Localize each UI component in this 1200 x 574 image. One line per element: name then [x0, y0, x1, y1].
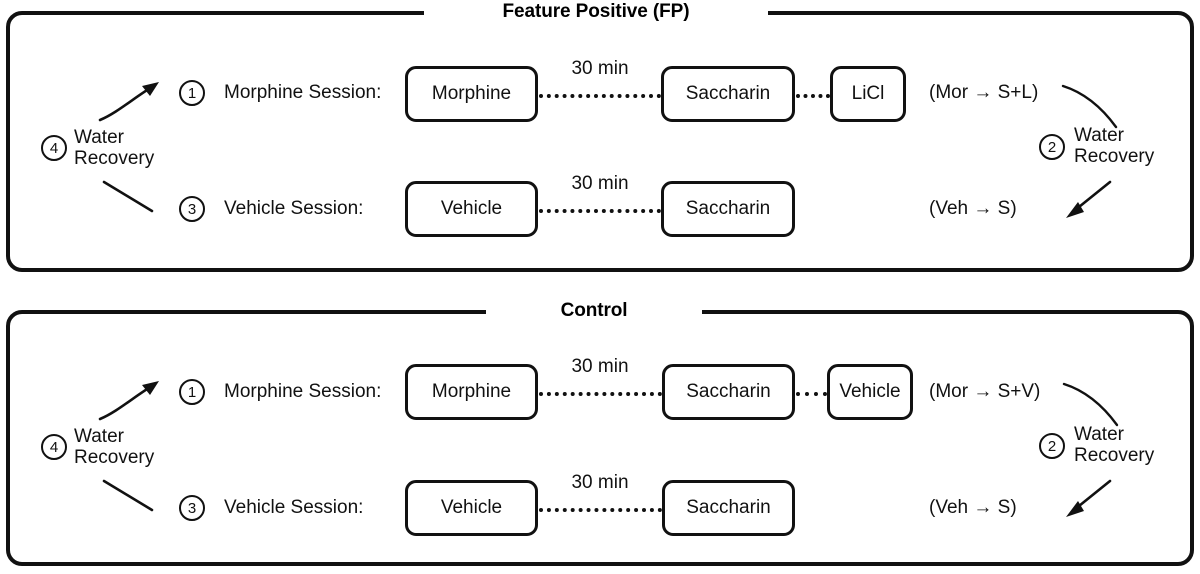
connector-morphine-saccharin-a	[539, 94, 661, 98]
arrow-recovery-to-morphine-b	[98, 381, 159, 421]
arrow-recovery-to-morphine-a	[98, 82, 159, 122]
notation-row1-a: (Mor → S+L)	[929, 82, 1039, 103]
row-label-vehicle-session-b: Vehicle Session:	[224, 497, 364, 518]
arrow-recovery-to-vehicle-a	[102, 180, 154, 213]
connector-morphine-saccharin-b	[539, 392, 662, 396]
panel-a-title-gap	[424, 6, 768, 16]
node-vehicle-a[interactable]: Vehicle	[405, 181, 538, 237]
panel-a-title: Feature Positive (FP)	[502, 1, 690, 22]
water-recovery-line2: Recovery	[1074, 146, 1155, 168]
panel-control	[6, 310, 1194, 566]
arrow-recovery-to-vehicle-b	[102, 479, 154, 512]
arrow-recovery-to-row2-a	[1066, 180, 1112, 218]
water-recovery-line2: Recovery	[74, 148, 155, 170]
water-recovery-line1: Water	[1074, 125, 1124, 146]
connector-vehicle-saccharin-a	[539, 209, 661, 213]
node-morphine-b[interactable]: Morphine	[405, 364, 538, 420]
step-number-1-b: 1	[179, 379, 205, 405]
panel-b-title-gap	[486, 305, 702, 315]
interval-label-row2-b: 30 min	[571, 472, 629, 493]
water-recovery-label-left-a: Water Recovery	[74, 127, 154, 170]
notation-row2-a: (Veh → S)	[929, 198, 1017, 219]
curve-recovery-from-row1-a	[1061, 84, 1118, 129]
node-saccharin-row2-a[interactable]: Saccharin	[661, 181, 795, 237]
step-number-4-a: 4	[41, 135, 67, 161]
node-morphine-a[interactable]: Morphine	[405, 66, 538, 122]
interval-label-row1-a: 30 min	[571, 58, 629, 79]
water-recovery-line1: Water	[74, 426, 124, 447]
row-label-morphine-session-a: Morphine Session:	[224, 82, 382, 103]
water-recovery-label-right-b: Water Recovery	[1074, 424, 1154, 467]
connector-vehicle-saccharin-b	[539, 508, 662, 512]
water-recovery-line2: Recovery	[1074, 445, 1155, 467]
node-saccharin-a[interactable]: Saccharin	[661, 66, 795, 122]
node-saccharin-row2-b[interactable]: Saccharin	[662, 480, 795, 536]
step-number-2-b: 2	[1039, 433, 1065, 459]
interval-label-row2-a: 30 min	[571, 173, 629, 194]
water-recovery-line2: Recovery	[74, 447, 155, 469]
step-number-3-b: 3	[179, 495, 205, 521]
water-recovery-label-right-a: Water Recovery	[1074, 125, 1154, 168]
node-vehicle-row1-b[interactable]: Vehicle	[827, 364, 913, 420]
row-label-vehicle-session-a: Vehicle Session:	[224, 198, 364, 219]
step-number-2-a: 2	[1039, 134, 1065, 160]
notation-row1-b: (Mor → S+V)	[929, 381, 1041, 402]
node-licl-a[interactable]: LiCl	[830, 66, 906, 122]
panel-feature-positive	[6, 11, 1194, 272]
row-label-morphine-session-b: Morphine Session:	[224, 381, 382, 402]
node-vehicle-b[interactable]: Vehicle	[405, 480, 538, 536]
step-number-1-a: 1	[179, 80, 205, 106]
curve-recovery-from-row1-b	[1062, 382, 1119, 427]
water-recovery-label-left-b: Water Recovery	[74, 426, 154, 469]
connector-saccharin-licl-a	[796, 94, 830, 98]
interval-label-row1-b: 30 min	[571, 356, 629, 377]
arrow-recovery-to-row2-b	[1066, 479, 1112, 517]
water-recovery-line1: Water	[1074, 424, 1124, 445]
node-saccharin-b[interactable]: Saccharin	[662, 364, 795, 420]
step-number-4-b: 4	[41, 434, 67, 460]
water-recovery-line1: Water	[74, 127, 124, 148]
connector-saccharin-vehicle-b	[796, 392, 827, 396]
step-number-3-a: 3	[179, 196, 205, 222]
notation-row2-b: (Veh → S)	[929, 497, 1017, 518]
panel-b-title: Control	[560, 300, 628, 321]
